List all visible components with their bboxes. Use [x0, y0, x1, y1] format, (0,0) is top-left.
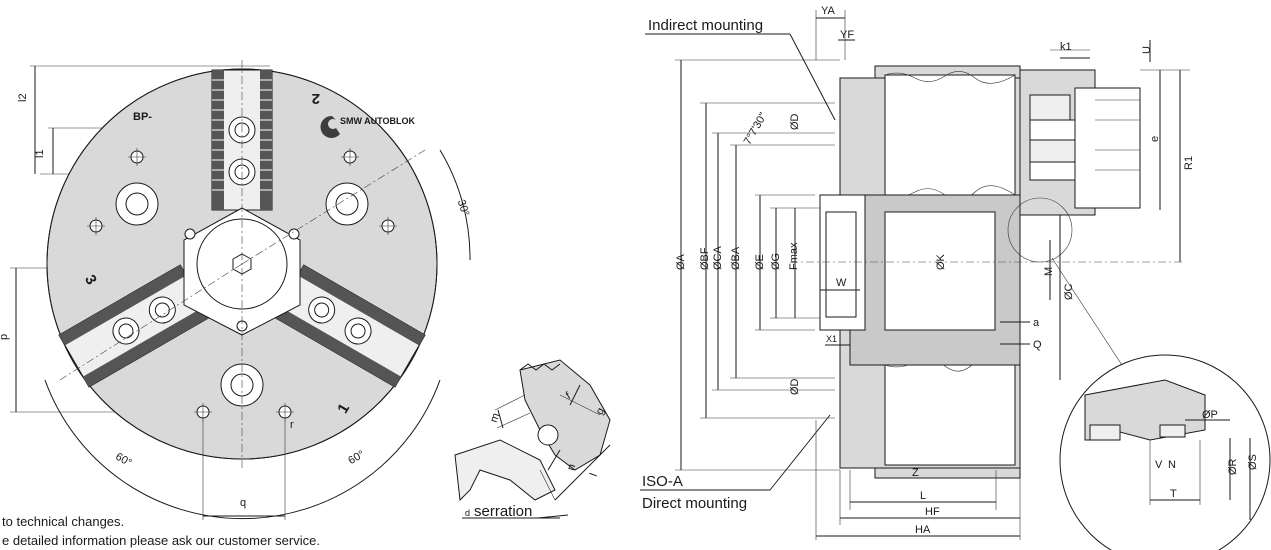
- dim-z: Z: [912, 467, 919, 479]
- dim-og: ØG: [770, 253, 782, 270]
- dim-fmax: Fmax: [788, 242, 800, 270]
- dim-r1: R1: [1183, 156, 1195, 170]
- label-iso-a: ISO-A: [642, 473, 683, 490]
- dim-k1: k1: [1060, 41, 1072, 53]
- dim-angle-30: 30°: [455, 198, 472, 218]
- dim-q: q: [240, 497, 246, 509]
- dim-or: ØR: [1227, 458, 1239, 475]
- label-direct-mounting: Direct mounting: [642, 495, 747, 512]
- dim-p: p: [0, 334, 10, 340]
- dim-oa: ØA: [675, 253, 687, 270]
- dim-obf: ØBF: [699, 247, 711, 270]
- footer-note-1: to technical changes.: [2, 514, 125, 529]
- dim-op: ØP: [1202, 409, 1218, 421]
- section-view: Indirect mounting ISO-A Direct mounting …: [640, 5, 1195, 540]
- brand-logo-text: SMW AUTOBLOK: [340, 116, 415, 126]
- dim-m: M: [1043, 267, 1055, 276]
- jaw-mark-2: 2: [312, 90, 320, 107]
- jaw-mark-bp: BP-: [133, 111, 152, 123]
- dim-yf: YF: [840, 29, 854, 41]
- detail-view: ØP V N T ØR ØS: [1007, 197, 1271, 550]
- bore-k: [884, 211, 996, 331]
- dim-serration-f: f: [564, 390, 573, 402]
- dim-a: a: [1033, 317, 1040, 329]
- dim-os: ØS: [1247, 454, 1259, 470]
- dim-ya: YA: [821, 5, 836, 17]
- dim-serration-m: m: [488, 411, 502, 424]
- footer-note-2: e detailed information please ask our cu…: [2, 533, 320, 548]
- dim-oba: ØBA: [730, 246, 742, 270]
- logo-mark-icon: [320, 115, 340, 138]
- dim-e: e: [1149, 136, 1161, 142]
- dim-angle-60-left: 60°: [113, 451, 133, 470]
- dim-od-bottom: ØD: [789, 378, 801, 395]
- dim-serration-g: g: [594, 406, 607, 417]
- dim-serration-l: l: [588, 472, 600, 478]
- serration-caption: serration: [474, 503, 532, 520]
- serration-detail: m f g n l d serration: [454, 359, 611, 520]
- dim-ha: HA: [915, 524, 931, 536]
- dim-w: W: [836, 277, 847, 289]
- dim-u: U: [1141, 46, 1153, 54]
- front-view: BP- 2 3 1 SMW AUTOBLOK l2 l1 p q r 30° 6…: [0, 60, 471, 520]
- dim-t: T: [1170, 488, 1177, 500]
- dim-serration-n: n: [565, 462, 578, 472]
- dim-angle-60-right: 60°: [346, 448, 366, 467]
- dim-q-section: Q: [1033, 339, 1042, 351]
- dim-hf: HF: [925, 506, 940, 518]
- dim-oca: ØCA: [712, 246, 724, 271]
- dim-l1: l1: [34, 149, 46, 158]
- dim-l2: l2: [17, 93, 29, 102]
- brand-logo: [320, 115, 340, 138]
- dim-v: V: [1155, 459, 1163, 471]
- dim-r: r: [290, 419, 294, 431]
- dim-oe: ØE: [754, 254, 766, 270]
- dim-oc: ØC: [1063, 283, 1075, 300]
- dim-x1: X1: [826, 334, 837, 344]
- dim-n: N: [1168, 459, 1176, 471]
- label-indirect-mounting: Indirect mounting: [648, 17, 763, 34]
- dim-ok: ØK: [935, 253, 947, 270]
- dim-od-top: ØD: [789, 113, 801, 130]
- dim-angle: 7°7'30": [742, 111, 770, 147]
- serration-caption-prefix: d: [465, 508, 470, 518]
- dim-l: L: [920, 490, 926, 502]
